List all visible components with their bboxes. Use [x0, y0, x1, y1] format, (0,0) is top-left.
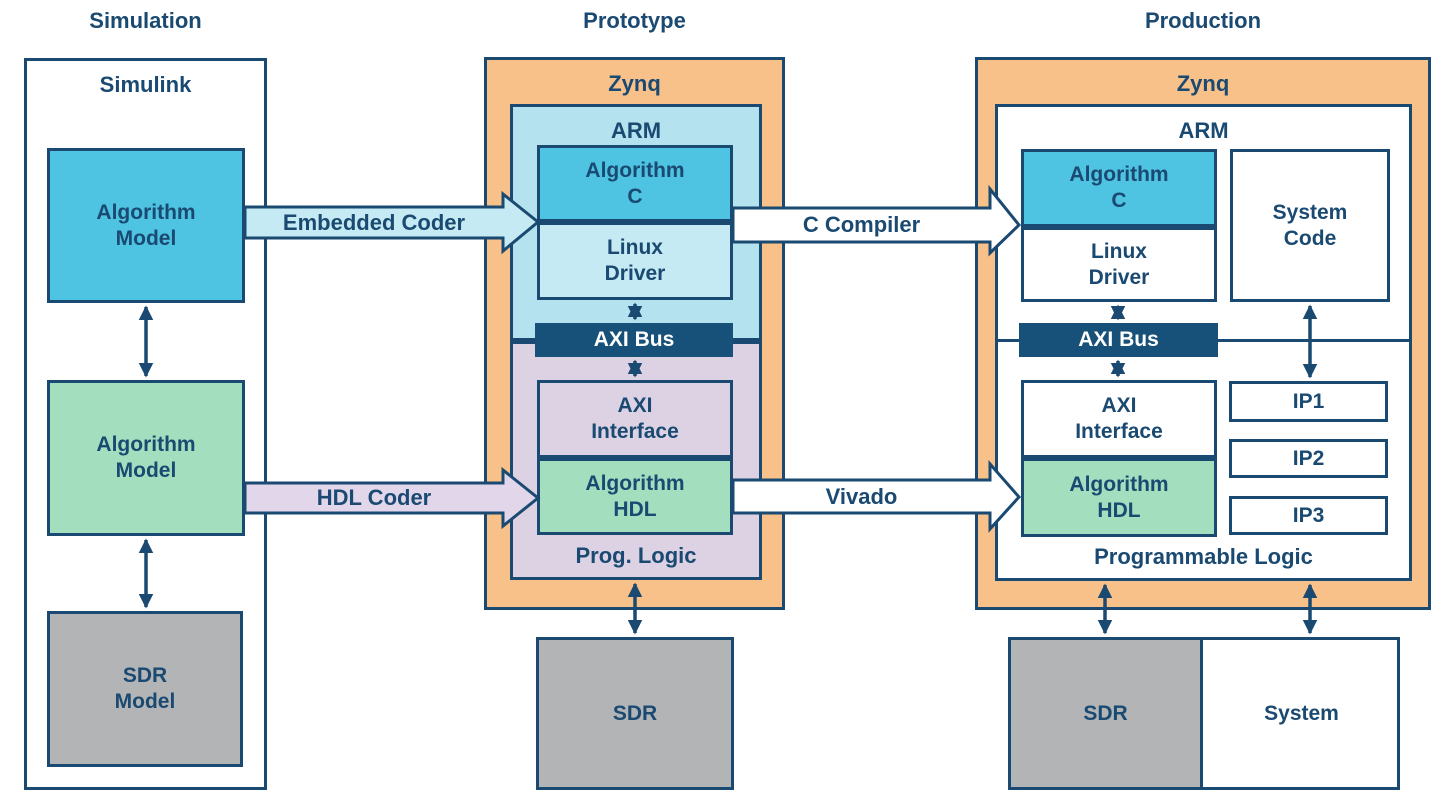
sdr-model-label: SDR Model [114, 664, 176, 713]
hdl-coder-label: HDL Coder [316, 485, 432, 510]
simulink-label: Simulink [99, 72, 192, 97]
prototype-linux-driver-block: Linux Driver [537, 222, 733, 300]
production-algorithm-c-label: Algorithm C [1069, 163, 1169, 212]
prototype-column-title: Prototype [583, 8, 686, 33]
production-linux-driver-label: Linux Driver [1088, 239, 1150, 289]
production-ip1-block: IP1 [1229, 381, 1388, 422]
prototype-algorithm-hdl-block: Algorithm HDL [537, 458, 733, 535]
production-ip1-label: IP1 [1292, 389, 1325, 413]
production-sdr-system-block: SDR System [1008, 637, 1400, 790]
prototype-arm-label: ARM [610, 118, 662, 143]
algorithm-model-hdl-label: Algorithm Model [96, 433, 196, 482]
algorithm-model-c-block: Algorithm Model [47, 148, 245, 303]
prototype-prog-logic-label: Prog. Logic [575, 543, 697, 568]
embedded-coder-label: Embedded Coder [282, 210, 466, 235]
production-system-label: System [1264, 701, 1339, 725]
production-axi-bus: AXI Bus [1019, 323, 1218, 357]
production-ip2-block: IP2 [1229, 439, 1388, 478]
prototype-linux-driver-label: Linux Driver [604, 236, 666, 285]
sdr-model-block: SDR Model [47, 611, 243, 767]
production-system-code-block: System Code [1230, 149, 1390, 302]
production-axi-interface-label: AXI Interface [1075, 394, 1163, 443]
prototype-algorithm-c-block: Algorithm C [537, 145, 733, 222]
production-axi-interface-block: AXI Interface [1021, 380, 1217, 458]
production-sdr-section: SDR [1011, 640, 1203, 787]
production-algorithm-c-block: Algorithm C [1021, 149, 1217, 227]
production-system-code-label: System Code [1272, 200, 1348, 250]
prototype-axi-interface-block: AXI Interface [537, 380, 733, 458]
production-algorithm-hdl-block: Algorithm HDL [1021, 458, 1217, 537]
prototype-algorithm-c-label: Algorithm C [585, 158, 685, 208]
production-algorithm-hdl-label: Algorithm HDL [1069, 472, 1169, 522]
algorithm-model-hdl-block: Algorithm Model [47, 380, 245, 536]
production-ip3-label: IP3 [1292, 503, 1325, 527]
production-arm-label: ARM [1178, 118, 1229, 143]
prototype-sdr-block: SDR [536, 637, 734, 790]
production-linux-driver-block: Linux Driver [1021, 227, 1217, 302]
production-sdr-label: SDR [1083, 701, 1128, 725]
production-zynq-label: Zynq [1176, 71, 1230, 96]
prototype-axi-bus: AXI Bus [535, 323, 733, 357]
production-prog-logic-label: Programmable Logic [1094, 544, 1313, 569]
prototype-algorithm-hdl-label: Algorithm HDL [585, 471, 685, 521]
prototype-sdr-label: SDR [612, 701, 658, 725]
production-column-title: Production [1144, 8, 1262, 33]
simulation-column-title: Simulation [89, 8, 202, 33]
prototype-axi-interface-label: AXI Interface [591, 394, 679, 443]
production-ip2-label: IP2 [1292, 446, 1325, 470]
production-system-section: System [1206, 640, 1397, 787]
production-ip3-block: IP3 [1229, 496, 1388, 535]
prototype-zynq-label: Zynq [608, 71, 661, 96]
algorithm-model-c-label: Algorithm Model [96, 200, 196, 250]
